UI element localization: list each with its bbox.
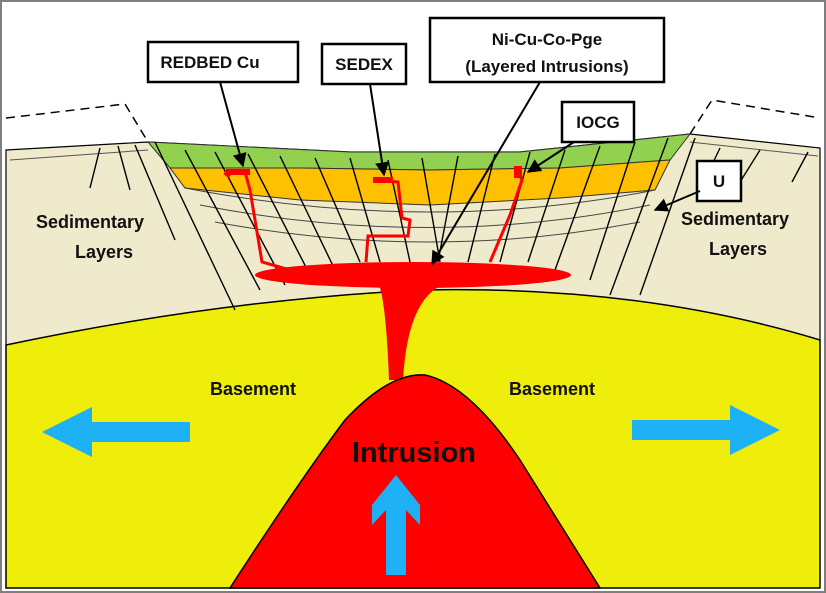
redbed-ore-pod: [226, 169, 250, 175]
callout-nicu: Ni-Cu-Co-Pge (Layered Intrusions): [428, 16, 666, 266]
basin-bedding-line: [689, 141, 819, 157]
label-sedimentary-left: Sedimentary: [36, 212, 144, 232]
label-layers-right: Layers: [709, 239, 767, 259]
label-basement-left: Basement: [210, 379, 296, 399]
basin-bedding-line: [214, 221, 641, 243]
callout-iocg-text: IOCG: [576, 113, 619, 132]
intrusion-body: [228, 374, 602, 589]
label-layers-left: Layers: [75, 242, 133, 262]
magma-feeder-conduit: [378, 282, 452, 380]
arrow-left-icon: [42, 407, 190, 457]
arrow-up-icon: [372, 475, 420, 575]
basin-bedding-line: [199, 204, 651, 228]
callout-u: U: [653, 159, 743, 212]
callout-sedex-text: SEDEX: [335, 55, 393, 74]
fault-lines: [89, 137, 809, 311]
sedex-ore-pod: [373, 177, 393, 183]
arrow-right-icon: [632, 405, 780, 455]
callout-iocg: IOCG: [526, 100, 636, 173]
label-intrusion: Intrusion: [352, 437, 476, 469]
label-sedimentary-right: Sedimentary: [681, 209, 789, 229]
callout-redbed: REDBED Cu: [146, 40, 300, 168]
iocg-ore-pod: [514, 166, 522, 178]
eroded-top-right: [689, 99, 821, 135]
callout-nicu-text-line2: (Layered Intrusions): [465, 57, 628, 76]
callout-u-text: U: [713, 172, 725, 191]
callout-sedex: SEDEX: [320, 42, 408, 177]
callout-redbed-text: REDBED Cu: [160, 53, 259, 72]
label-basement-right: Basement: [509, 379, 595, 399]
magma-sill: [255, 262, 571, 288]
basin-bedding-line: [9, 149, 149, 161]
callout-nicu-text-line1: Ni-Cu-Co-Pge: [492, 30, 602, 49]
